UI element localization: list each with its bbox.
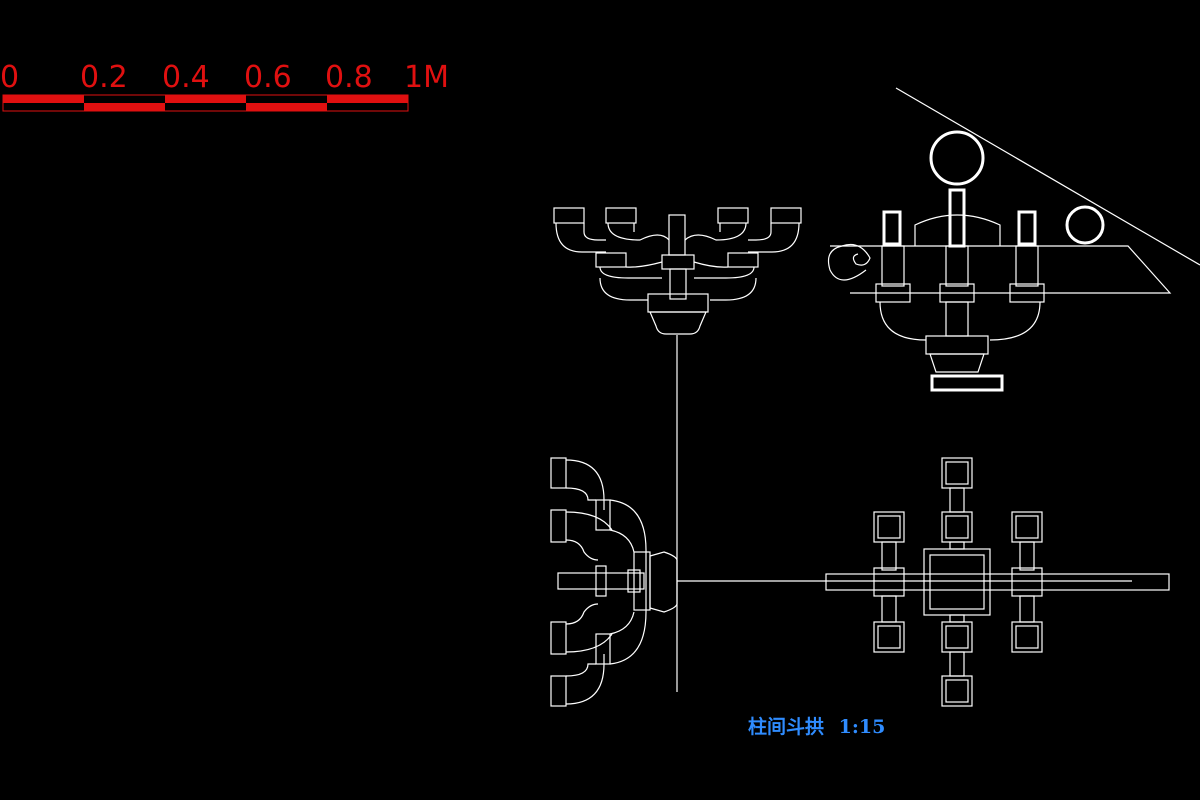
roof-slope-line: [895, 87, 1200, 266]
ring-ornament-large: [929, 130, 985, 186]
block: [770, 207, 802, 224]
scale-label-0-8: 0.8: [325, 60, 373, 95]
plan-main-block: [923, 548, 991, 616]
cloud-scroll: [827, 243, 871, 281]
drawing-caption: 柱间斗拱 1:15: [748, 712, 885, 739]
block: [717, 207, 749, 224]
main-block-base: [649, 311, 707, 335]
center-post: [668, 214, 686, 256]
scale-label-0-2: 0.2: [80, 60, 128, 95]
side-elevation-view: [550, 457, 678, 707]
scale-seg-3: [165, 95, 246, 103]
block: [553, 207, 585, 224]
scale-seg-5: [327, 95, 408, 103]
plan-beam: [825, 573, 1170, 591]
beam: [830, 245, 1172, 294]
scale-label-0: 0: [0, 60, 19, 95]
scale-seg-2: [84, 103, 165, 111]
cross-beam: [557, 572, 645, 590]
scale-label-0-4: 0.4: [162, 60, 210, 95]
caption-title: 柱间斗拱: [748, 716, 825, 738]
side-section-view: [827, 87, 1200, 392]
scale-seg-1: [3, 95, 84, 103]
scale-label-1m: 1M: [404, 60, 449, 95]
ring-ornament-small: [1065, 205, 1105, 245]
main-block-top: [647, 293, 709, 313]
scale-bar: 0 0.2 0.4 0.6 0.8 1M: [0, 60, 449, 112]
scale-seg-4: [246, 103, 327, 111]
plan-view: [825, 457, 1170, 707]
scale-label-0-6: 0.6: [244, 60, 292, 95]
block: [605, 207, 637, 224]
front-elevation-view: [553, 207, 802, 335]
caption-scale: 1:15: [838, 716, 886, 738]
base-plinth: [930, 374, 1004, 392]
